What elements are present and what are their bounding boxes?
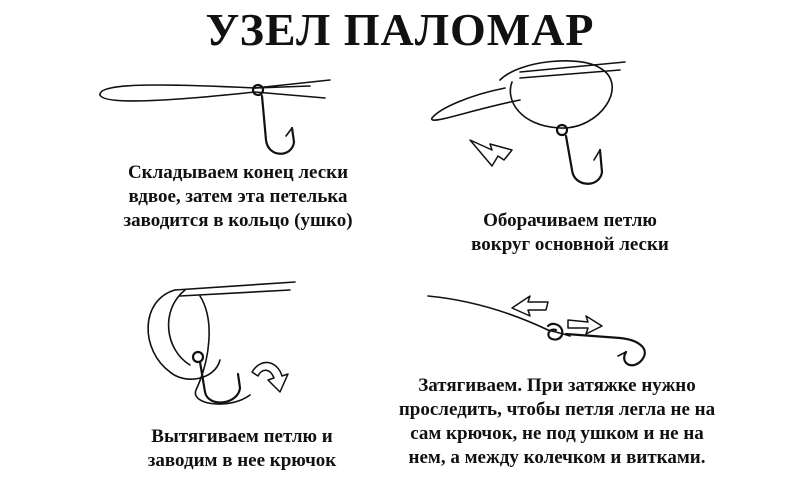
step3-line: Вытягиваем петлю и [151,426,333,447]
step2-line: вокруг основной лески [471,234,669,255]
step1-line: Складываем конец лески [127,162,349,183]
step4-caption: Затягиваем. При затяжке нужно проследить… [372,374,742,470]
step1-line: вдвое, затем эта петелька [128,186,348,207]
step4-line: сам крючок, не под ушком и не на [410,423,704,444]
step3-illustration [147,281,296,405]
step1-line: заводится в кольцо (ушко) [123,210,353,231]
step4-line: Затягиваем. При затяжке нужно [418,375,696,396]
step4-line: проследить, чтобы петля легла не на [398,399,716,420]
step3-line: заводим в нее крючок [147,450,337,471]
step2-line: Оборачиваем петлю [483,210,657,231]
step4-illustration [427,295,646,367]
step1-illustration [99,79,331,155]
page-title: УЗЕЛ ПАЛОМАР [205,4,595,55]
step2-caption: Оборачиваем петлю вокруг основной лески [420,209,720,257]
step3-caption: Вытягиваем петлю и заводим в нее крючок [112,425,372,473]
step4-line: нем, а между колечком и витками. [408,447,706,468]
step1-caption: Складываем конец лески вдвое, затем эта … [88,161,388,233]
step2-illustration [431,60,626,185]
